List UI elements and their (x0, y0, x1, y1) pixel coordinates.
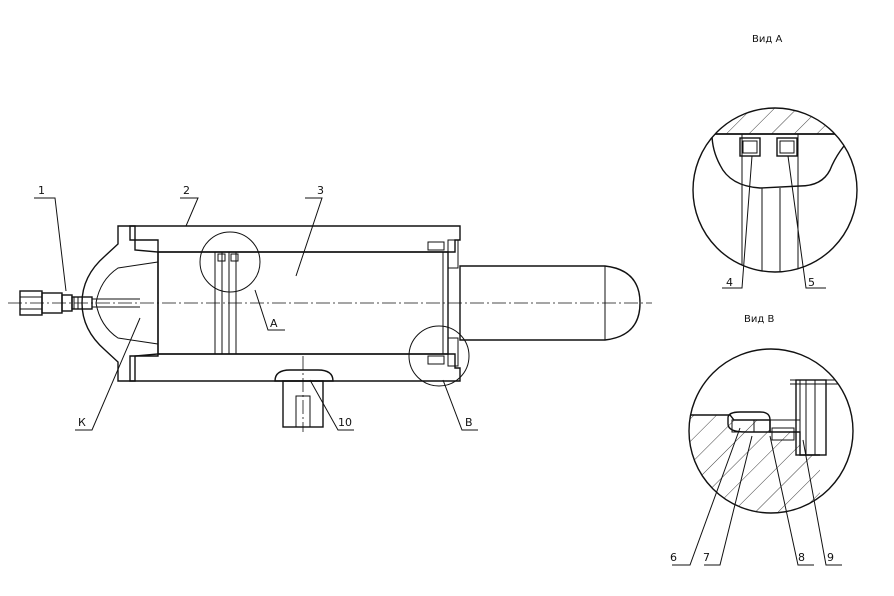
main-section-view (8, 197, 652, 432)
label-part-3: 3 (317, 184, 324, 197)
view-b-title: Вид В (744, 314, 774, 325)
label-callout-b: В (465, 416, 473, 429)
label-zone-k: К (78, 416, 86, 429)
label-part-1: 1 (38, 184, 45, 197)
detail-view-a (692, 107, 858, 289)
fitting-part-1 (19, 290, 93, 316)
label-part-6: 6 (670, 551, 677, 564)
label-callout-a: А (270, 317, 278, 330)
label-part-7: 7 (703, 551, 710, 564)
detail-circle-a (199, 231, 261, 293)
detail-view-b (672, 348, 854, 566)
view-a-title: Вид А (752, 34, 782, 45)
label-part-8: 8 (798, 551, 805, 564)
detail-circle-b (408, 325, 470, 387)
label-part-10: 10 (338, 416, 352, 429)
label-part-2: 2 (183, 184, 190, 197)
label-part-9: 9 (827, 551, 834, 564)
piston-rod (459, 265, 641, 341)
piston-part-3 (157, 251, 449, 355)
label-part-5: 5 (808, 276, 815, 289)
label-part-4: 4 (726, 276, 733, 289)
mount-part-10 (274, 356, 334, 432)
